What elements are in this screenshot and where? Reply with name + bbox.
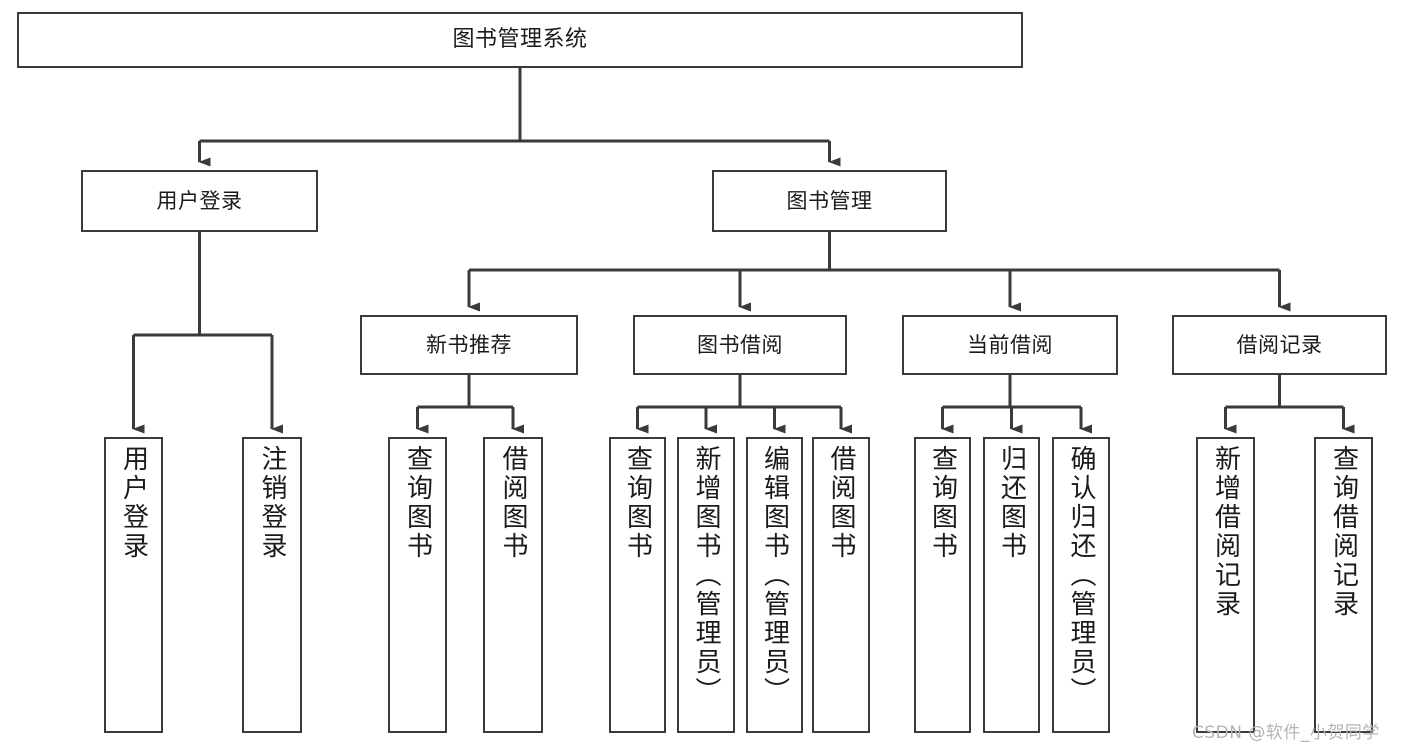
node-leaf-query-record-label: 查询借阅记录: [1328, 445, 1359, 619]
node-leaf-return-book-label: 归还图书: [996, 445, 1027, 561]
node-root-label: 图书管理系统: [452, 27, 588, 53]
node-leaf-query-book-2[interactable]: 查询图书: [609, 437, 666, 733]
node-leaf-user-login-label: 用户登录: [118, 445, 149, 561]
node-leaf-query-book-3[interactable]: 查询图书: [914, 437, 971, 733]
node-leaf-query-book-1[interactable]: 查询图书: [388, 437, 447, 733]
node-leaf-add-book-label: 新增图书（管理员）: [691, 445, 721, 706]
node-new-book-recommend[interactable]: 新书推荐: [360, 315, 578, 375]
node-leaf-edit-book[interactable]: 编辑图书（管理员）: [746, 437, 803, 733]
node-leaf-borrow-book-2-label: 借阅图书: [826, 445, 856, 561]
node-root[interactable]: 图书管理系统: [17, 12, 1023, 68]
node-leaf-borrow-book-1[interactable]: 借阅图书: [483, 437, 543, 733]
node-current-borrow-label: 当前借阅: [967, 332, 1053, 357]
node-leaf-query-book-2-label: 查询图书: [622, 445, 653, 561]
node-leaf-borrow-book-1-label: 借阅图书: [498, 445, 528, 561]
node-leaf-confirm-return[interactable]: 确认归还（管理员）: [1052, 437, 1110, 733]
node-user-login[interactable]: 用户登录: [81, 170, 318, 232]
node-leaf-user-logout-label: 注销登录: [257, 445, 287, 561]
node-leaf-query-book-1-label: 查询图书: [402, 445, 433, 561]
node-book-manage-label: 图书管理: [786, 188, 873, 213]
node-book-manage[interactable]: 图书管理: [712, 170, 947, 232]
node-book-borrow-label: 图书借阅: [697, 332, 783, 357]
node-borrow-record[interactable]: 借阅记录: [1172, 315, 1387, 375]
node-new-book-recommend-label: 新书推荐: [426, 332, 512, 357]
node-user-login-label: 用户登录: [156, 188, 243, 213]
node-leaf-return-book[interactable]: 归还图书: [983, 437, 1040, 733]
node-book-borrow[interactable]: 图书借阅: [633, 315, 847, 375]
node-leaf-add-record-label: 新增借阅记录: [1210, 445, 1241, 619]
node-leaf-user-login[interactable]: 用户登录: [104, 437, 163, 733]
node-leaf-query-book-3-label: 查询图书: [927, 445, 958, 561]
node-leaf-confirm-return-label: 确认归还（管理员）: [1066, 445, 1096, 706]
node-leaf-user-logout[interactable]: 注销登录: [242, 437, 302, 733]
node-leaf-add-record[interactable]: 新增借阅记录: [1196, 437, 1255, 733]
node-leaf-borrow-book-2[interactable]: 借阅图书: [812, 437, 870, 733]
csdn-watermark: CSDN @软件_小贺同学: [1192, 723, 1380, 743]
node-leaf-edit-book-label: 编辑图书（管理员）: [759, 445, 790, 706]
node-leaf-query-record[interactable]: 查询借阅记录: [1314, 437, 1373, 733]
node-current-borrow[interactable]: 当前借阅: [902, 315, 1118, 375]
node-leaf-add-book[interactable]: 新增图书（管理员）: [677, 437, 735, 733]
node-borrow-record-label: 借阅记录: [1236, 332, 1323, 357]
